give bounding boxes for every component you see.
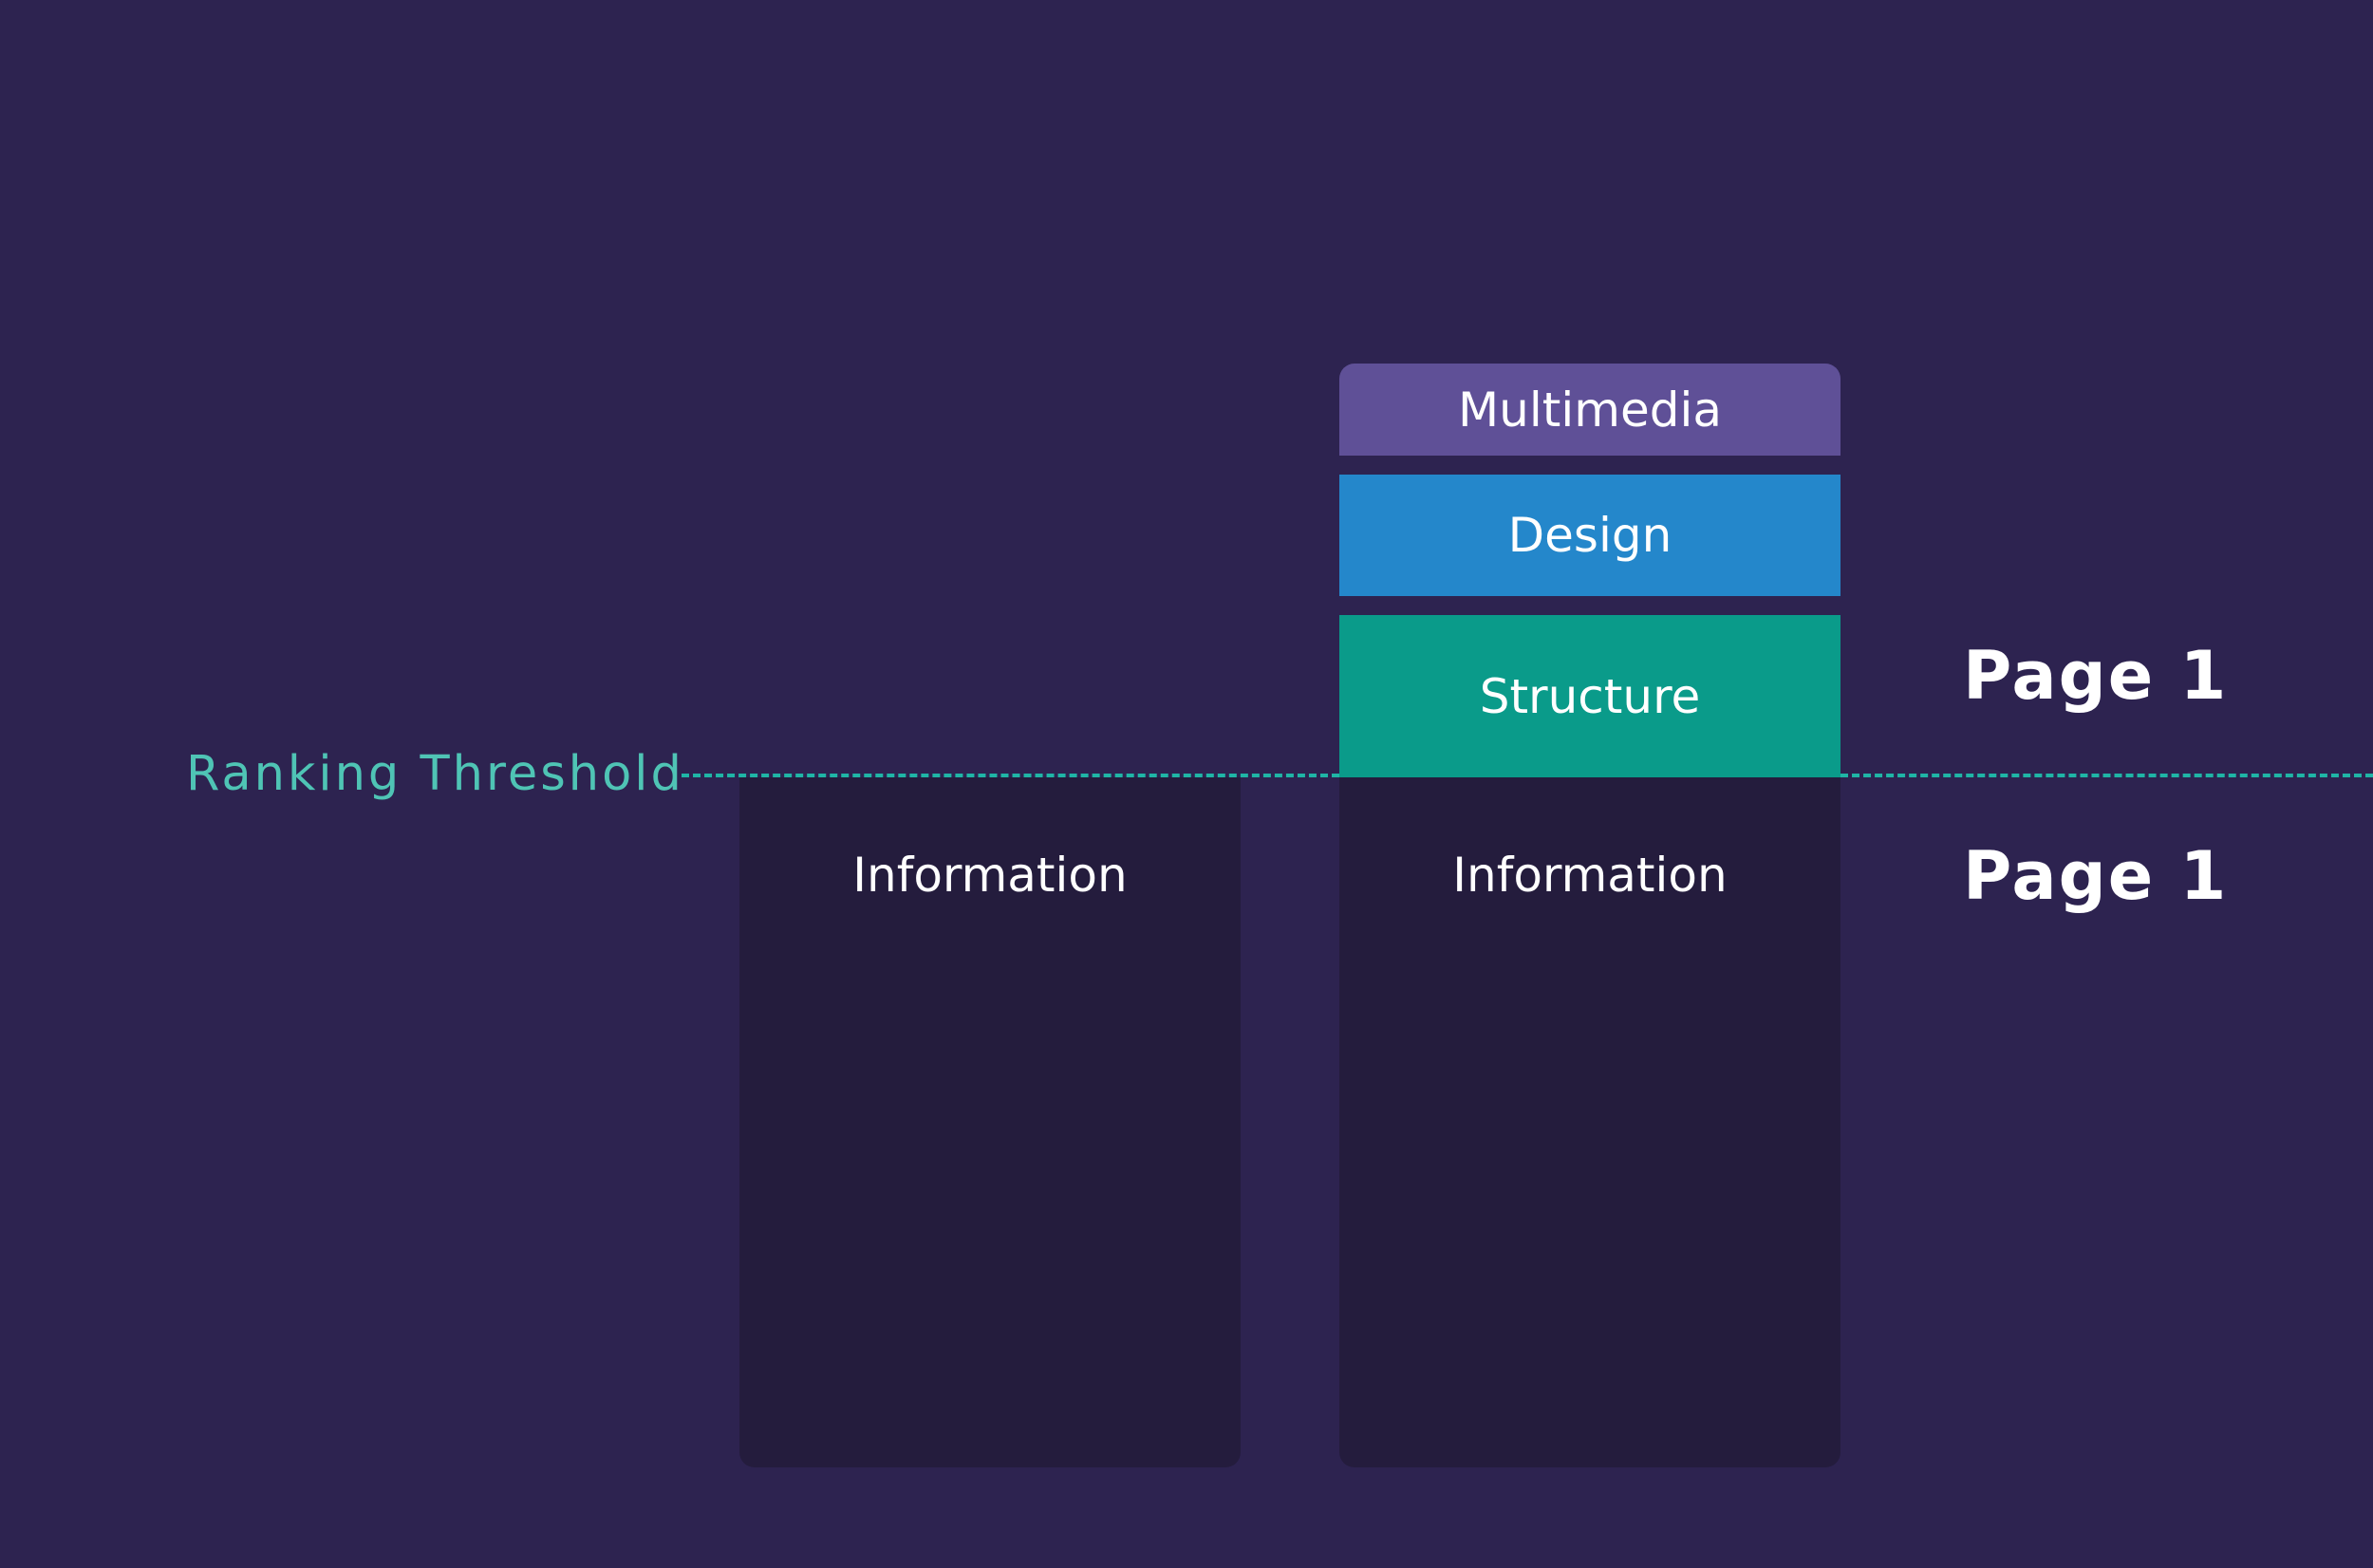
multimedia-block: Multimedia <box>1339 364 1840 456</box>
page-label-upper: Page 1 <box>1963 637 2229 715</box>
ranking-threshold-label: Ranking Threshold <box>186 746 684 802</box>
ranking-threshold-line-left <box>682 774 1339 777</box>
structure-block: Structure <box>1339 615 1840 777</box>
improved-column: Information <box>1339 777 1840 1467</box>
baseline-information-label: Information <box>852 848 1128 903</box>
baseline-column: Information <box>739 777 1241 1467</box>
page-label-lower: Page 1 <box>1963 837 2229 915</box>
design-label: Design <box>1507 508 1672 563</box>
structure-label: Structure <box>1479 668 1701 724</box>
ranking-threshold-line-right <box>1840 774 2373 777</box>
improved-information-label: Information <box>1452 848 1728 903</box>
multimedia-label: Multimedia <box>1458 382 1722 438</box>
design-block: Design <box>1339 475 1840 596</box>
